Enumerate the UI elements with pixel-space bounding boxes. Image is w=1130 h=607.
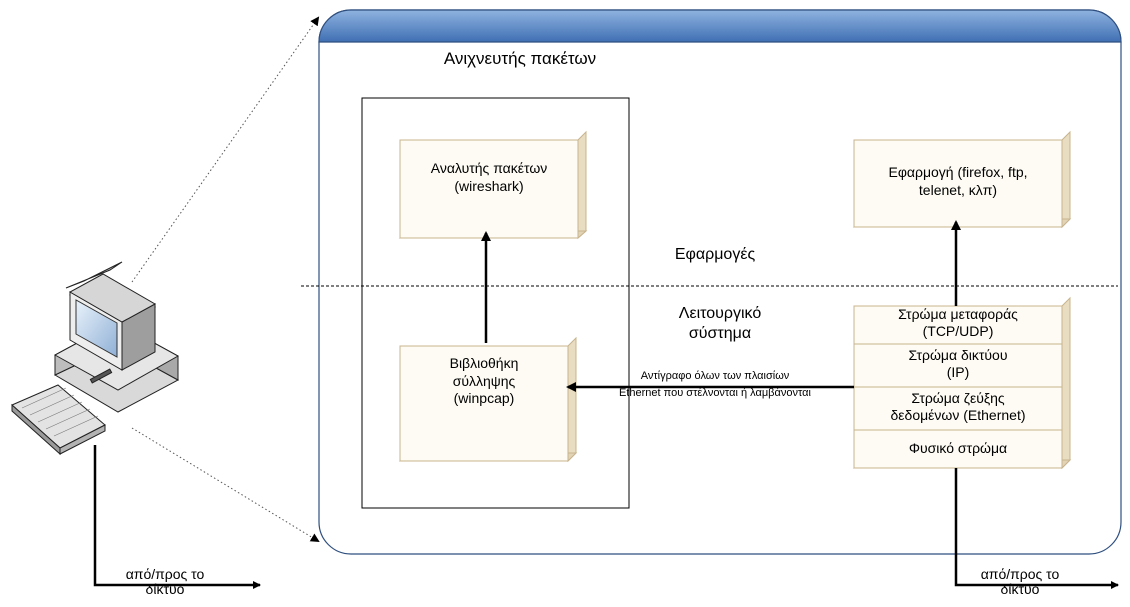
layer-datalink-line1: Στρώμα ζεύξης — [911, 390, 1005, 406]
capture-lib-line3: (winpcap) — [453, 390, 515, 406]
computer-icon — [53, 261, 180, 413]
network-right-label: από/προς το δίκτυο — [965, 566, 1075, 598]
layer-transport: Στρώμα μεταφοράς (TCP/UDP) — [854, 306, 1062, 340]
copy-frames-line2: Ethernet που στέλνονται ή λαμβάνονται — [619, 387, 811, 400]
layer-transport-line2: (TCP/UDP) — [922, 322, 994, 339]
os-label-line2: σύστημα — [688, 325, 752, 342]
panel-title: Ανιχνευτής πακέτων — [443, 49, 597, 68]
layer-datalink: Στρώμα ζεύξης δεδομένων (Ethernet) — [854, 390, 1062, 424]
network-right-line1: από/προς το — [980, 566, 1060, 582]
sniffer-inner-frame — [361, 97, 630, 509]
layer-transport-line1: Στρώμα μεταφοράς — [898, 306, 1018, 322]
network-left-line1: από/προς το — [125, 566, 205, 582]
network-line-left — [93, 445, 261, 589]
layer-physical: Φυσικό στρώμα — [854, 440, 1062, 458]
analyzer-label-line1: Αναλυτής πακέτων — [430, 160, 548, 176]
capture-lib-box — [398, 336, 578, 463]
layer-network-line1: Στρώμα δικτύου — [908, 347, 1008, 363]
os-label-line1: Λειτουργικό — [678, 305, 762, 322]
copy-frames-line1: Αντίγραφο όλων των πλαισίων — [640, 370, 790, 382]
layer-network-line2: (IP) — [946, 363, 970, 380]
applications-label: Εφαρμογές — [674, 246, 756, 263]
sniffer-panel — [318, 9, 1122, 555]
network-left-line2: δίκτυο — [145, 581, 185, 598]
copy-frames-label: Αντίγραφο όλων των πλαισίων Ethernet που… — [575, 369, 855, 401]
analyzer-label-line2: (wireshark) — [454, 177, 524, 194]
application-line1: Εφαρμογή (firefox, ftp, — [888, 164, 1028, 180]
zoom-line-top — [131, 16, 320, 283]
layer-network: Στρώμα δικτύου (IP) — [854, 347, 1062, 381]
layer-physical-line1: Φυσικό στρώμα — [908, 440, 1008, 456]
protocol-stack — [852, 296, 1072, 470]
capture-lib-label: Βιβλιοθήκη σύλληψης (winpcap) — [400, 355, 568, 408]
network-right-line2: δίκτυο — [1000, 581, 1040, 598]
application-box — [852, 130, 1072, 229]
zoom-line-bottom — [131, 427, 320, 543]
analyzer-label: Αναλυτής πακέτων (wireshark) — [400, 160, 578, 195]
application-label: Εφαρμογή (firefox, ftp, telenet, κλπ) — [854, 164, 1062, 199]
network-left-label: από/προς το δίκτυο — [110, 566, 220, 598]
capture-lib-line1: Βιβλιοθήκη — [449, 355, 519, 371]
capture-lib-line2: σύλληψης — [452, 372, 516, 389]
panel-header — [318, 9, 1122, 43]
os-label: Λειτουργικό σύστημα — [655, 304, 785, 344]
analyzer-box — [398, 130, 588, 240]
application-line2: telenet, κλπ) — [918, 181, 998, 198]
layer-datalink-line2: δεδομένων (Ethernet) — [890, 406, 1026, 423]
network-line-right — [954, 468, 1119, 589]
keyboard-icon — [11, 384, 106, 456]
